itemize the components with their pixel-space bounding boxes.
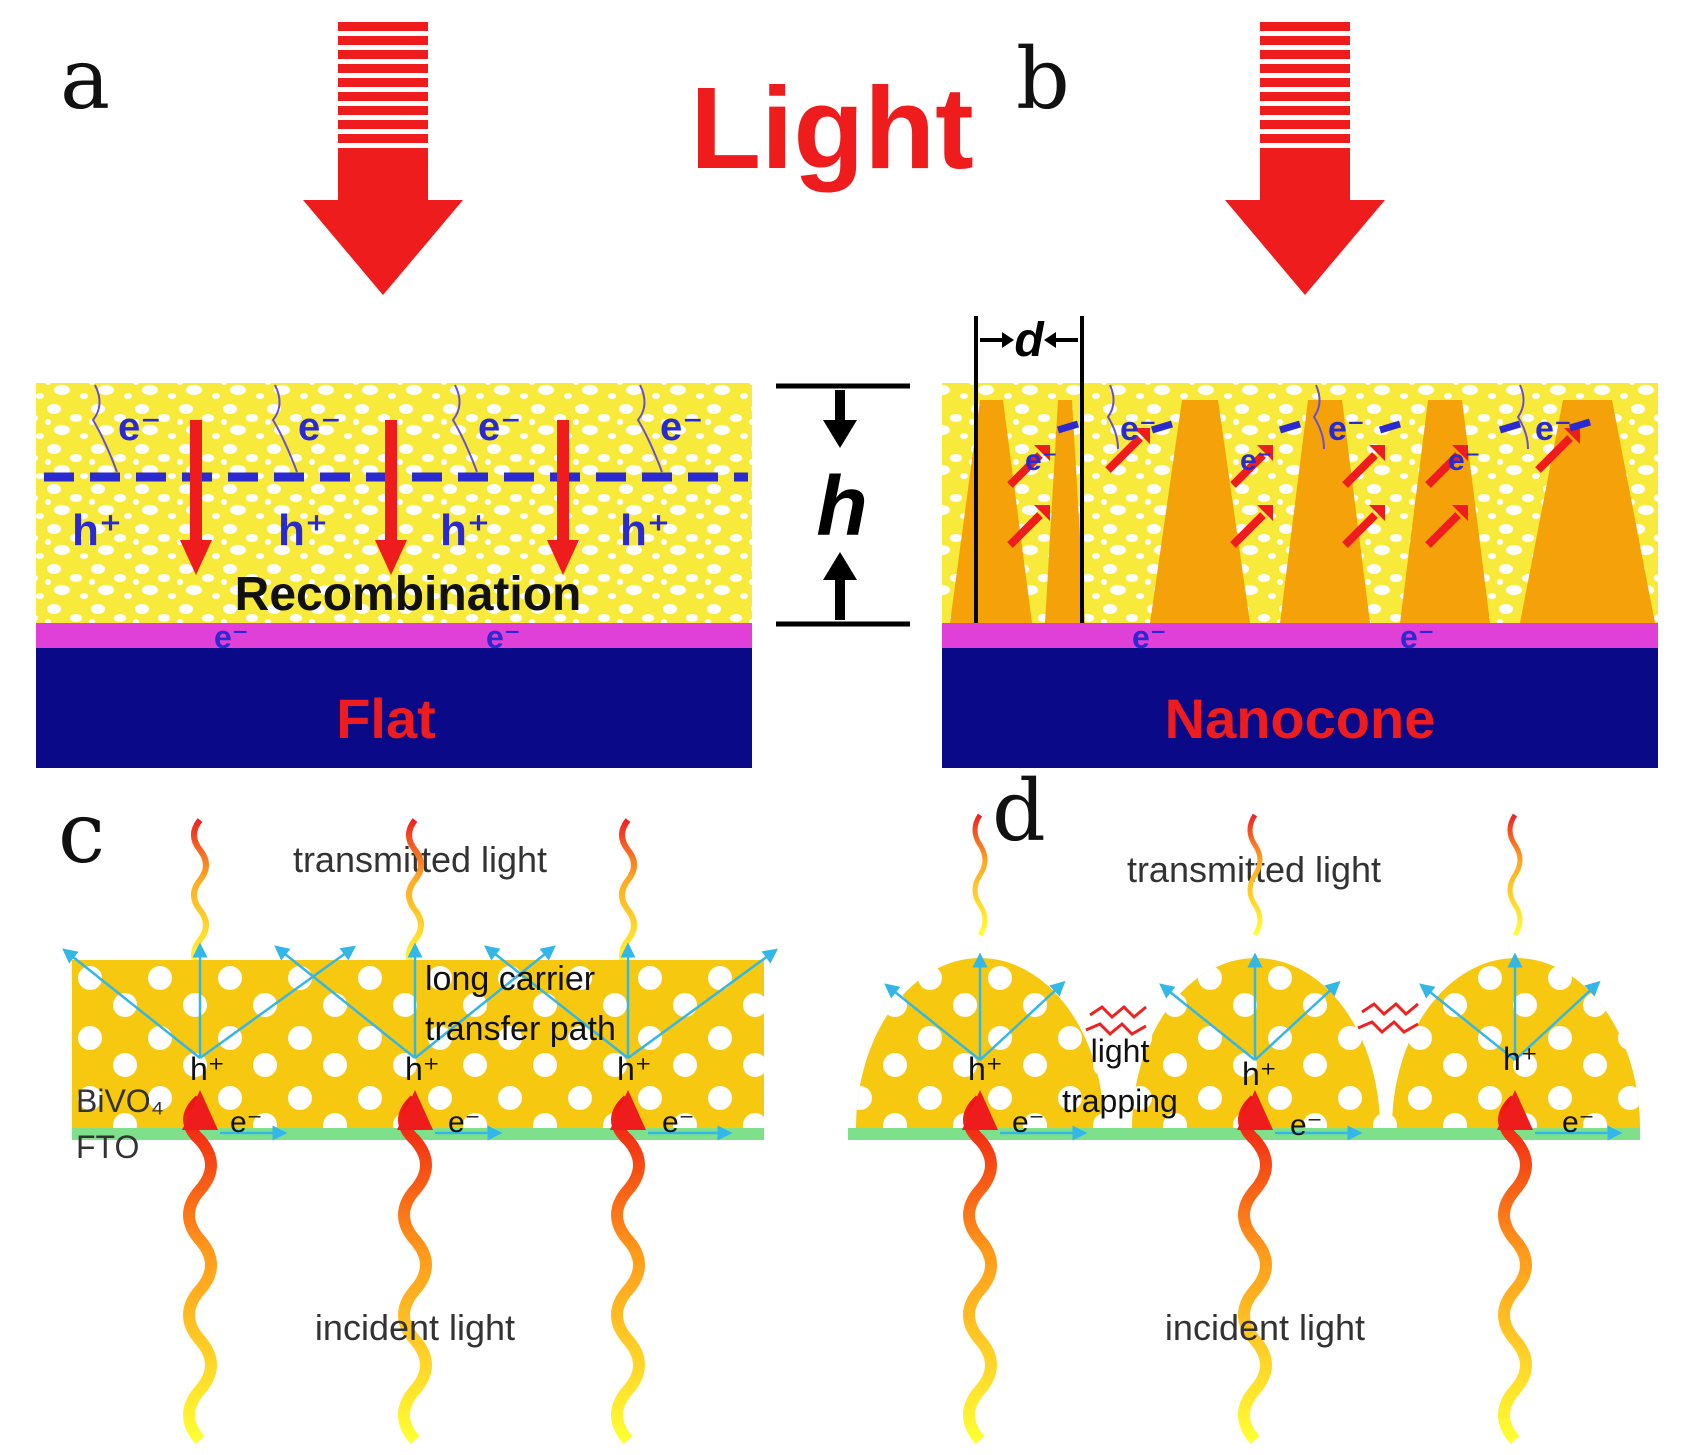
- hole-label-1: h⁺: [190, 1051, 225, 1087]
- light-arrow-a: [303, 22, 463, 295]
- electron-label-1: e⁻: [230, 1106, 263, 1139]
- electron-label-1: e⁻: [118, 405, 161, 449]
- incident-light-waves: [183, 1095, 645, 1444]
- incident-light-waves: [963, 1095, 1532, 1444]
- depletion-dashes: [1056, 418, 1592, 434]
- fto-electron-1: e⁻: [1132, 619, 1167, 655]
- electron-label-2: e⁻: [298, 405, 341, 449]
- path-label-1: long carrier: [425, 960, 595, 998]
- scattered-rays: [884, 952, 1623, 1141]
- light-arrow-b: [1225, 22, 1385, 295]
- electron-label-3: e⁻: [478, 405, 521, 449]
- electron-label-1: e⁻: [1120, 410, 1157, 448]
- electron-label-3: e⁻: [1562, 1106, 1595, 1139]
- hole-label-3: h⁺: [440, 506, 490, 555]
- recombination-arrows: [180, 420, 579, 575]
- spacing-label: d: [1014, 314, 1045, 367]
- electron-label-3: e⁻: [1535, 410, 1572, 448]
- electron-label-6: e⁻: [1448, 444, 1481, 477]
- electron-label-4: e⁻: [1025, 444, 1058, 477]
- incident-light-label: incident light: [315, 1307, 515, 1348]
- height-label: h: [816, 459, 867, 553]
- hole-label-2: h⁺: [278, 506, 328, 555]
- path-label-2: transfer path: [425, 1010, 616, 1048]
- fto-layer: [72, 1128, 764, 1140]
- fto-label: FTO: [76, 1129, 139, 1165]
- bivo4-label: BiVO₄: [76, 1083, 164, 1119]
- panel-d: d transmitted light: [848, 762, 1640, 1444]
- panel-a: e⁻ e⁻ e⁻ e⁻ h⁺ h⁺ h⁺ h⁺ Recombination e⁻…: [36, 383, 752, 768]
- hole-label-2: h⁺: [405, 1051, 440, 1087]
- trapping-zigzags: [1085, 1001, 1419, 1037]
- transmitted-light-waves: [972, 813, 1523, 937]
- carrier-paths: [91, 384, 663, 473]
- substrate-label: Nanocone: [1165, 687, 1436, 750]
- electron-label-2: e⁻: [1328, 410, 1365, 448]
- hole-label-3: h⁺: [1503, 1041, 1538, 1077]
- scattered-rays: [62, 942, 779, 1141]
- incident-arrowheads: [182, 1090, 646, 1130]
- panel-letter-d: d: [992, 762, 1046, 860]
- hole-label-1: h⁺: [968, 1051, 1003, 1087]
- incident-light-label: incident light: [1165, 1307, 1365, 1348]
- fto-electron-1: e⁻: [214, 619, 249, 655]
- electron-label-3: e⁻: [662, 1106, 695, 1139]
- panel-letter-b: b: [1016, 30, 1070, 128]
- hole-label-2: h⁺: [1242, 1056, 1277, 1092]
- light-title: Light: [690, 63, 973, 193]
- substrate: [36, 648, 752, 768]
- transmitted-light-label: transmitted light: [1127, 849, 1381, 890]
- charge-transfer-arrows: [1007, 435, 1573, 548]
- substrate-label: Flat: [336, 687, 436, 750]
- hole-label-3: h⁺: [617, 1051, 652, 1087]
- panel-b: d: [942, 314, 1658, 768]
- spacing-indicator: d: [974, 314, 1084, 623]
- trapping-label-2: trapping: [1062, 1083, 1178, 1119]
- trapping-label-1: light: [1091, 1033, 1150, 1069]
- hole-label-4: h⁺: [620, 506, 670, 555]
- height-indicator: h: [776, 383, 910, 627]
- fto-layer: [942, 623, 1658, 648]
- panel-letter-c: c: [58, 784, 105, 882]
- carrier-paths: [1106, 384, 1529, 450]
- charge-transfer-arrowheads: [1034, 428, 1580, 521]
- panel-c: c transmitted light long carrier t: [58, 784, 779, 1444]
- fto-layer: [36, 623, 752, 648]
- fto-electron-2: e⁻: [486, 619, 521, 655]
- incident-arrowheads: [962, 1090, 1533, 1130]
- substrate: [942, 648, 1658, 768]
- electron-label-2: e⁻: [448, 1106, 481, 1139]
- electron-label-2: e⁻: [1290, 1109, 1323, 1142]
- hole-label-1: h⁺: [72, 506, 122, 555]
- electron-label-5: e⁻: [1240, 444, 1273, 477]
- fto-electron-2: e⁻: [1400, 619, 1435, 655]
- electron-label-1: e⁻: [1012, 1106, 1045, 1139]
- panel-letter-a: a: [60, 30, 110, 128]
- recombination-label: Recombination: [235, 568, 582, 621]
- electron-label-4: e⁻: [660, 405, 703, 449]
